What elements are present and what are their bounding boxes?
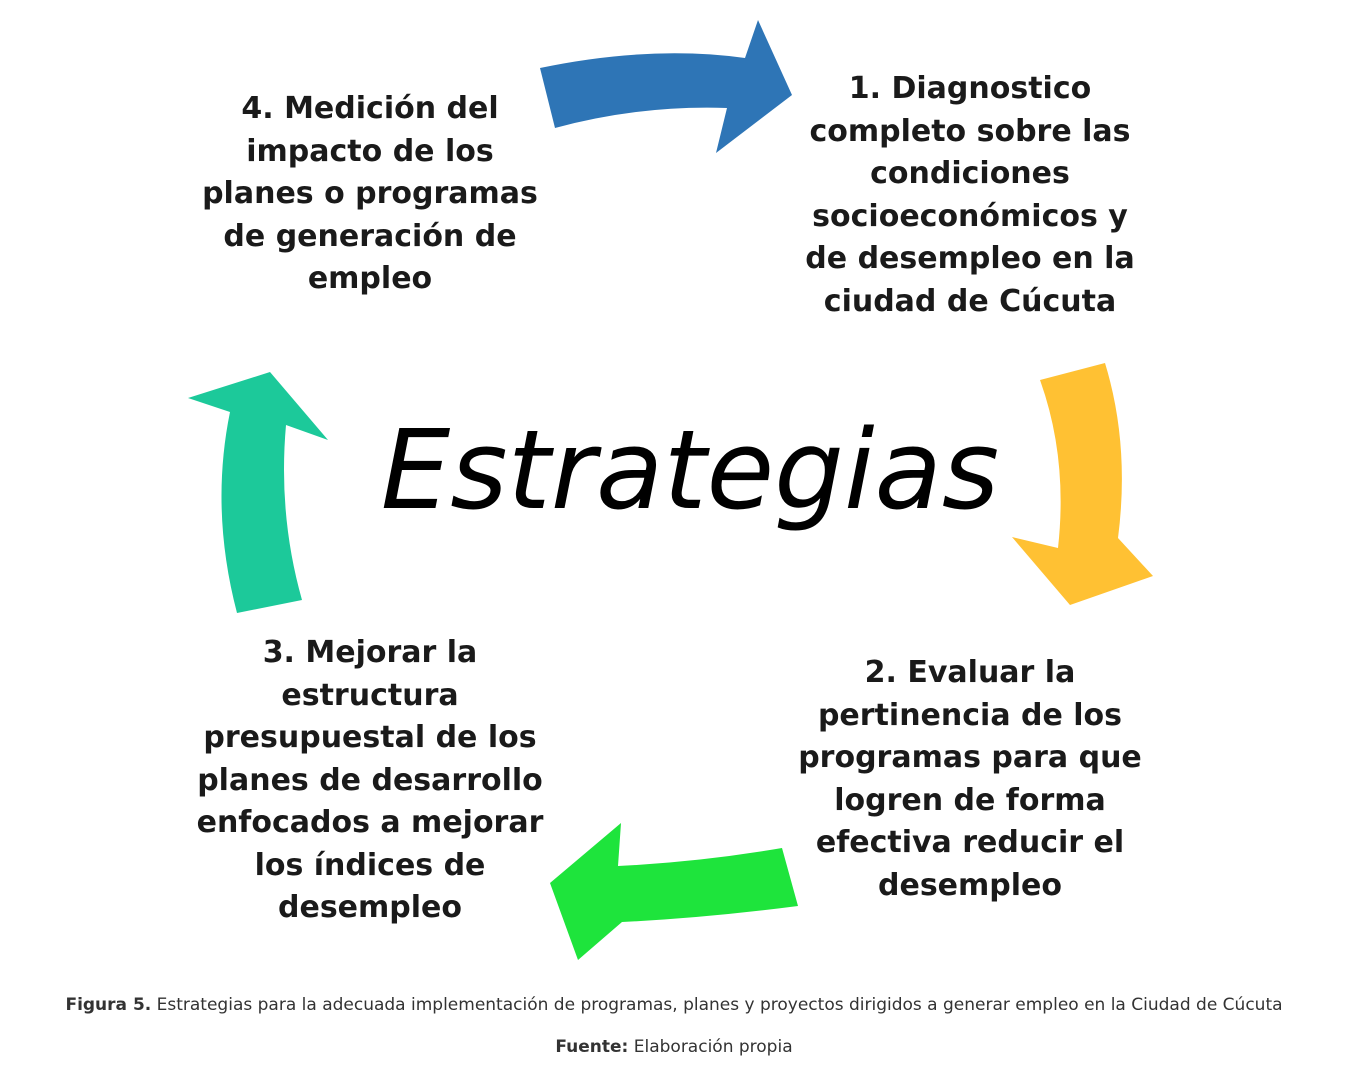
step-1-diagnostico: 1. Diagnostico completo sobre las condic… [805,71,1135,319]
step-4-medicion: 4. Medición del impacto de los planes o … [202,91,538,296]
arrow-top [540,20,792,153]
source-text: Elaboración propia [628,1037,793,1057]
step-3-mejorar: 3. Mejorar la estructura presupuestal de… [196,635,544,925]
caption-label: Figura 5. [65,995,152,1015]
arrow-left [188,372,328,613]
figure-source: Fuente: Elaboración propia [0,1035,1348,1059]
center-title: Estrategias [380,406,1000,534]
source-label: Fuente: [555,1037,629,1057]
arrow-right [1012,363,1153,605]
strategy-cycle-diagram: 1. Diagnostico completo sobre las condic… [188,20,1153,960]
cycle-arrows [188,20,1153,960]
step-2-evaluar: 2. Evaluar la pertinencia de los program… [798,655,1142,903]
arrow-bottom [550,823,798,960]
figure-caption: Figura 5. Estrategias para la adecuada i… [0,993,1348,1017]
caption-text: Estrategias para la adecuada implementac… [151,995,1283,1015]
